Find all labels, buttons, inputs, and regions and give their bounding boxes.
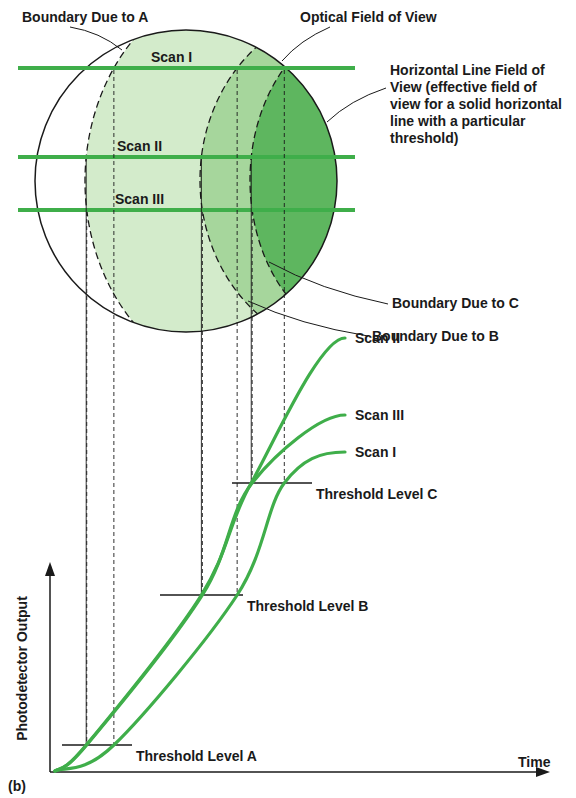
projection-line [202,212,203,595]
axis-label: Time [518,754,550,771]
threshold-label: Threshold Level C [316,486,437,503]
leader-line [282,27,330,61]
threshold-line [62,744,132,745]
threshold-label: Threshold Level A [136,748,257,765]
field-regions [85,0,500,381]
projection-lines [86,70,284,745]
projection-line [252,212,253,483]
leader-line [327,88,386,122]
threshold-line [232,482,312,483]
arrowhead [45,562,55,576]
projection-line [201,159,202,595]
figure-label: (b) [8,778,26,795]
projection-line [251,159,252,483]
curve-label: Scan III [355,407,404,424]
projection-line [86,159,87,745]
response-curve [55,338,345,771]
x-axis [50,771,538,773]
y-axis [49,572,51,772]
scan-label: Scan II [117,138,162,155]
threshold-label: Threshold Level B [247,598,368,615]
leader-line [70,27,122,50]
scan-label: Scan III [115,191,164,208]
leader-lines [70,27,388,336]
callout-label: Boundary Due to A [22,9,148,26]
optical-field-circle [35,30,337,332]
curve-label: Scan I [355,444,396,461]
response-curves [55,338,345,771]
leader-line [269,262,388,304]
scan-line [18,208,355,212]
scan-label: Scan I [151,49,192,66]
axes [45,562,550,777]
curve-label: Scan II [355,330,400,347]
projection-line [86,212,87,745]
callout-label: Horizontal Line Field of View (effective… [390,62,570,147]
leader-line [248,301,368,336]
projection-line [113,70,114,745]
axis-label: Photodetector Output [14,596,31,741]
scan-lines [18,68,355,210]
response-curve [55,415,345,771]
callout-label: Boundary Due to C [392,295,519,312]
scan-line [18,66,355,70]
callout-label: Optical Field of View [300,9,437,26]
scan-line [18,155,355,159]
